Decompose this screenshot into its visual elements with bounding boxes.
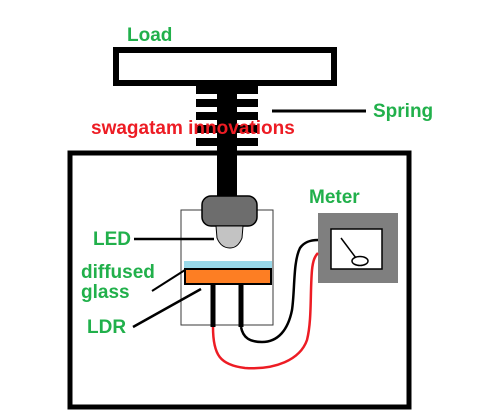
diffused-glass	[184, 261, 272, 270]
enclosure-box	[67, 150, 412, 410]
label-diffused: diffused	[81, 262, 155, 283]
meter-pivot	[351, 255, 369, 267]
label-ldr: LDR	[87, 317, 127, 338]
watermark-text: swagatam innovations	[91, 118, 295, 139]
glass-pointer-line	[151, 269, 186, 292]
wire-black	[239, 238, 319, 344]
ldr-sensor	[184, 268, 272, 285]
led-bulb	[215, 225, 244, 249]
label-spring: Spring	[373, 101, 434, 122]
label-glass: glass	[81, 282, 130, 303]
label-led: LED	[93, 229, 131, 250]
spring-coils	[196, 86, 258, 146]
led-plunger	[201, 195, 258, 227]
label-load: Load	[127, 25, 173, 46]
meter-needle	[340, 237, 357, 259]
load-platform	[113, 47, 337, 86]
wire-red	[211, 252, 319, 370]
ldr-pointer-line	[132, 287, 202, 329]
label-meter: Meter	[309, 187, 360, 208]
